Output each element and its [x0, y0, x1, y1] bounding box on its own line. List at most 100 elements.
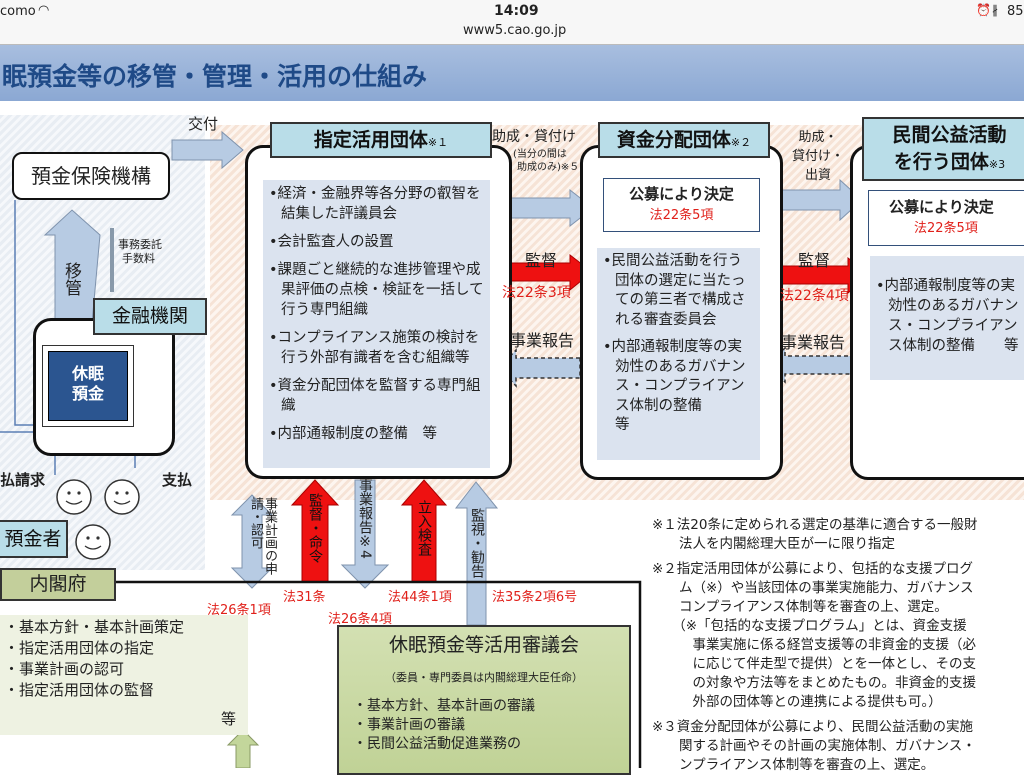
list-item: ・基本方針、基本計画の審議 [353, 698, 535, 714]
url-bar[interactable]: www5.cao.go.jp [463, 23, 567, 38]
fund-arrow-2 [769, 178, 863, 222]
fee-line: 事務委託 [118, 238, 162, 251]
footnote-ref: ※3 [988, 158, 1006, 171]
inspect-label: 立入検査 [416, 500, 432, 556]
list-item: ・民間公益活動促進業務の [353, 736, 521, 752]
list-item: ・指定活用団体の指定 [4, 639, 155, 657]
distribution-org-list: •民間公益活動を行う団体の選定に当たっての第三者で構成される審査委員会 •内部通報… [597, 248, 760, 460]
report-label-2: 事業報告 [781, 333, 846, 352]
law-26-4: 法26条4項 [328, 612, 392, 627]
title-text: 資金分配団体 [616, 129, 731, 151]
law-label: 法22条5項 [914, 221, 978, 236]
order-label: 監督・命令 [307, 493, 323, 563]
claim-label: 払請求 [0, 471, 46, 489]
battery-level: 85 [1007, 4, 1024, 19]
note-line: 法人を内閣総理大臣が一に限り指定 [652, 536, 895, 552]
fee-label: 事務委託手数料 [118, 238, 162, 266]
wifi-icon: ◠ [38, 3, 50, 18]
supervise-label-2: 監督 [798, 251, 831, 270]
law-26-1: 法26条1項 [207, 603, 271, 618]
note-line: コンプライアンス体制等を審査の上、選定。 [652, 599, 948, 615]
order-arrow [290, 479, 340, 583]
footnote-ref: ※２ [730, 136, 752, 149]
fund-sub-label: (当分の間は助成のみ)※５ [513, 148, 579, 174]
title-band [0, 45, 1024, 101]
report-label-3: 事業報告※4 [357, 478, 373, 559]
report-arrow-1 [497, 348, 581, 388]
council-list: ・基本方針、基本計画の審議・事業計画の審議・民間公益活動促進業務の [353, 697, 629, 754]
note-line: ※２指定活用団体が公募により、包括的な支援プログ [652, 561, 974, 577]
law-44-1: 法44条1項 [388, 590, 452, 605]
report-down-arrow [340, 479, 390, 589]
smiley-icon [56, 479, 92, 515]
dormant-line: 預金 [71, 384, 104, 403]
list-item: •経済・金融界等各分野の叡智を結集した評議員会 [269, 186, 481, 222]
law-35-2-6: 法35条2項6号 [492, 590, 578, 605]
designated-org-list: •経済・金融界等各分野の叡智を結集した評議員会 •会計監査人の設置 •課題ごと継続的… [263, 180, 490, 468]
title-text: を行う団体 [893, 151, 989, 173]
deposit-insurance-box: 預金保険機構 [12, 152, 170, 200]
title-text: 民間公益活動 [892, 124, 1007, 146]
list-item: •内部通報制度の整備 等 [269, 426, 438, 442]
page-title: 眠預金等の移管・管理・活用の仕組み [2, 62, 428, 91]
list-item: ・事業計画の認可 [4, 660, 125, 678]
cabinet-label: 内閣府 [0, 568, 116, 601]
council-title: 休眠預金等活用審議会 [388, 634, 579, 656]
grant-arrow [171, 130, 244, 170]
dormant-cube: 休眠預金 [42, 345, 134, 427]
list-item: •コンプライアンス施策の検討を行う外部有識者を含む組織等 [269, 330, 480, 366]
pay-label: 支払 [162, 471, 193, 489]
note-line: ンプライアンス体制等を審査の上、選定。 [652, 757, 935, 773]
status-bar: como ◠ 14:09 www5.cao.go.jp ⏰ ∦ 85 [0, 0, 1024, 45]
law-label: 法22条5項 [649, 208, 714, 223]
footnote-ref: ※１ [427, 136, 449, 149]
law-label: 法22条4項 [780, 288, 849, 304]
note-line: 関する計画やその計画の実施体制、ガバナンス・ [652, 738, 976, 754]
fund-label-1: 助成・貸付け [492, 129, 576, 145]
list-item: ・指定活用団体の監督 [4, 681, 155, 699]
selection-box: 公募により決定法22条5項 [603, 178, 760, 232]
designated-org-title: 指定活用団体※１ [270, 122, 492, 158]
note-line: （※「包括的な支援プログラム」とは、資金支援 [652, 618, 967, 634]
report-label-1: 事業報告 [510, 331, 575, 350]
law-31: 法31条 [283, 590, 326, 605]
etc-label: 等 [220, 710, 236, 728]
monitor-label: 監視・勧告 [469, 508, 485, 578]
plan-label: 事業計画の申請・認可 [248, 497, 277, 575]
note-line: ※３資金分配団体が公募により、民間公益活動の実施 [652, 719, 974, 735]
smiley-icon [75, 524, 111, 560]
monitor-arrow [454, 481, 499, 626]
clock: 14:09 [494, 3, 539, 19]
fund-label-2: 助成・貸付け・出資 [792, 128, 844, 185]
smiley-icon [104, 479, 140, 515]
list-item: •内部通報制度等の実効性のあるガバナンス・コンプライアンス体制の整備 等 [603, 339, 746, 433]
note-line: 外部の団体等との連携による提供も可。） [652, 694, 942, 710]
transfer-label: 移管 [61, 262, 81, 296]
sub-line: (当分の間は [513, 149, 567, 160]
law-label: 法22条3項 [502, 285, 571, 301]
bank-label: 金融機関 [93, 298, 207, 335]
label-line: 助成・ [798, 130, 838, 145]
note-line: の対象や方法等をまとめたもの。非資金的支援 [652, 675, 976, 691]
carrier: como [0, 4, 36, 19]
selection-text: 公募により決定 [889, 198, 994, 216]
selection-text: 公募により決定 [629, 185, 734, 203]
title-text: 指定活用団体 [313, 129, 428, 151]
list-item: •内部通報制度等の実効性のあるガバナンス・コンプライアンス体制の整備 等 [876, 278, 1019, 354]
sub-line: 助成のみ)※５ [517, 162, 580, 173]
selection-box: 公募により決定法22条5項 [868, 190, 1024, 246]
distribution-org-title: 資金分配団体※２ [598, 122, 770, 158]
list-item: ・事業計画の審議 [353, 717, 465, 733]
list-item: ・基本方針・基本計画策定 [4, 618, 185, 636]
list-item: •会計監査人の設置 [269, 234, 394, 250]
private-org-title: 民間公益活動を行う団体※3 [862, 117, 1024, 181]
list-item: •民間公益活動を行う団体の選定に当たっての第三者で構成される審査委員会 [603, 253, 746, 328]
list-item: •課題ごと継続的な進捗管理や成果評価の点検・検証を一括して行う専門組織 [269, 262, 484, 318]
council-subtitle: （委員・専門委員は内閣総理大臣任命） [385, 671, 583, 684]
fee-line: 手数料 [122, 252, 155, 265]
note-line: ム（※）や当該団体の事業実施能力、ガバナンス [652, 580, 974, 596]
council-box: 休眠預金等活用審議会 （委員・専門委員は内閣総理大臣任命） ・基本方針、基本計画… [337, 625, 631, 775]
dormant-line: 休眠 [71, 364, 104, 383]
label-line: 貸付け・ [792, 149, 845, 164]
